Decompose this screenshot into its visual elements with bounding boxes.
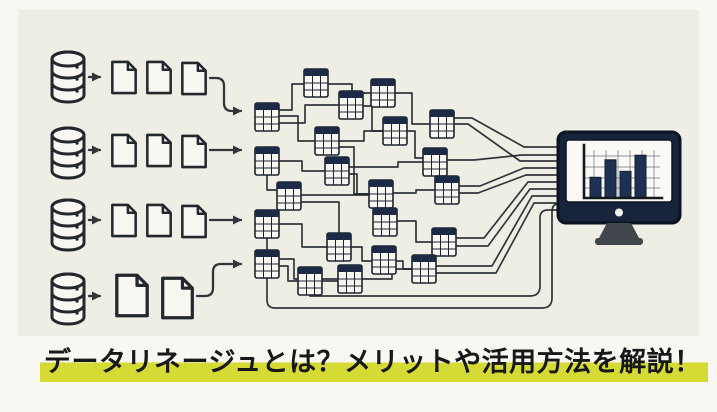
connector-line [447, 154, 559, 161]
table-icon [368, 179, 394, 209]
table-icon [254, 146, 280, 176]
source-rows [50, 50, 207, 326]
document-icon [181, 204, 207, 239]
connector-line [349, 161, 423, 168]
document-icon [146, 203, 172, 238]
connector-line [349, 173, 369, 195]
feed-arrow [208, 76, 243, 116]
database-icon [50, 198, 86, 252]
connector-line [363, 105, 383, 132]
monitor-icon [556, 130, 682, 245]
connector-line [279, 265, 298, 282]
table-icon [431, 227, 457, 257]
connector-line [454, 117, 559, 148]
table-icon [338, 90, 364, 120]
table-icon [411, 254, 437, 284]
monitor-power-dot [615, 208, 623, 217]
document-icon [146, 133, 172, 168]
connector-line [454, 123, 559, 162]
monitor-screen [565, 139, 673, 203]
connector-line [279, 160, 325, 172]
document-icon [115, 273, 149, 318]
connector-line [459, 167, 559, 187]
connector-line [309, 209, 559, 297]
bar-chart-icon [582, 143, 664, 200]
connector-lines [87, 72, 559, 309]
table-icon [372, 207, 398, 237]
connector-line [266, 203, 559, 309]
table-icon [297, 266, 323, 296]
connector-line [407, 130, 423, 159]
connector-line [279, 83, 304, 111]
table-icon [326, 232, 352, 262]
table-icon [276, 181, 302, 211]
highlighted-title-text: データリネージュとは？メリットや活用方法を解説！ [40, 347, 708, 382]
table-icon [337, 264, 363, 294]
table-icon [314, 126, 340, 156]
table-icon [370, 78, 396, 108]
database-icon [50, 126, 86, 180]
document-icon [181, 61, 207, 96]
connector-line [396, 260, 412, 270]
table-icon [303, 68, 329, 98]
table-icon [434, 175, 460, 205]
document-icon [161, 276, 194, 320]
connector-line [436, 195, 559, 267]
document-icon [111, 133, 137, 168]
connector-line [397, 220, 432, 243]
table-icon [254, 249, 280, 279]
table-icon [254, 102, 280, 132]
bar [634, 154, 647, 199]
table-icon [254, 209, 280, 239]
connector-line [459, 174, 559, 194]
monitor-base [595, 238, 643, 245]
connector-line [279, 115, 315, 142]
table-icon [371, 245, 397, 275]
database-icon [50, 50, 86, 104]
connector-line [339, 130, 383, 142]
database-icon [50, 272, 86, 326]
connector-line [395, 92, 430, 125]
bar [619, 170, 632, 199]
table-icon [324, 156, 350, 186]
page-title: データリネージュとは？メリットや活用方法を解説！ [40, 341, 708, 383]
connector-line [279, 104, 339, 124]
connector-line [351, 246, 372, 262]
document-icon [181, 134, 207, 169]
connector-line [456, 181, 559, 239]
table-icon [382, 116, 408, 146]
document-icon [111, 203, 137, 238]
bar [604, 159, 617, 199]
monitor-stand [599, 223, 639, 238]
table-icon [429, 109, 455, 139]
data-lineage-diagram [50, 50, 682, 326]
connector-line [436, 202, 559, 274]
connector-line [279, 223, 327, 248]
bar [589, 176, 602, 199]
document-icon [111, 60, 137, 95]
table-icon [422, 147, 448, 177]
feed-arrow [195, 259, 243, 298]
document-icon [146, 60, 172, 95]
connector-line [266, 175, 277, 191]
connector-line [456, 188, 559, 247]
connector-line [301, 201, 340, 233]
connector-line [393, 189, 435, 194]
